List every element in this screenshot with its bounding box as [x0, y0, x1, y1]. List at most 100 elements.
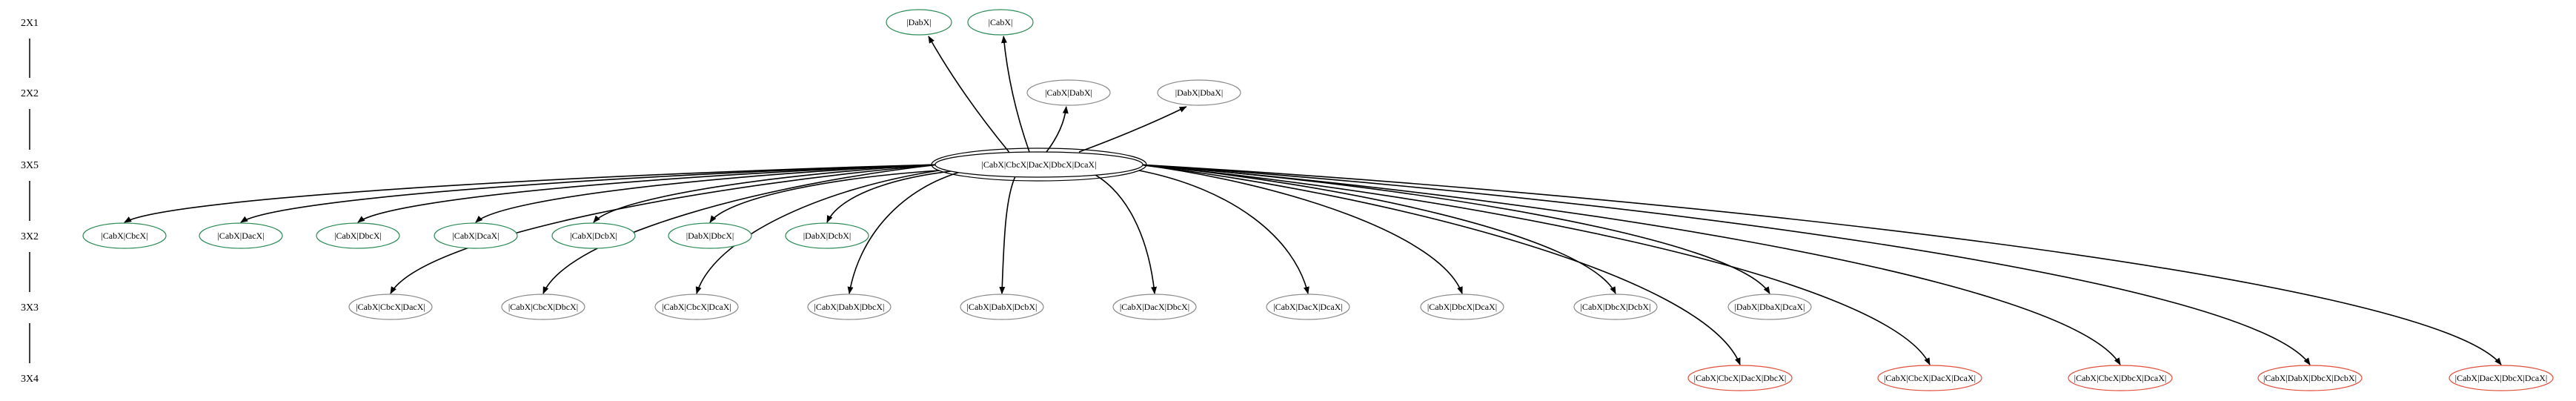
edge-arrow — [1138, 164, 2502, 365]
node-outer-ring — [931, 148, 1147, 182]
edge-arrow — [999, 170, 1020, 294]
rank-column: 2X1 2X2 3X5 3X2 3X3 3X4 — [21, 18, 39, 385]
node-ellipse — [1727, 294, 1812, 320]
graph-node: |DabX|DbcX| — [668, 222, 752, 249]
node-ellipse — [434, 222, 518, 249]
node-label: |CabX|DabX| — [1045, 87, 1092, 98]
node-ellipse — [668, 222, 752, 249]
node-label: |CabX| — [989, 17, 1013, 27]
node-ellipse — [807, 294, 892, 320]
node-ellipse — [1877, 365, 1982, 391]
edge-arrow — [542, 164, 940, 294]
edge-arrow — [1138, 164, 2121, 365]
node-ellipse — [960, 294, 1044, 320]
edge-arrow — [1001, 36, 1030, 153]
graph-node: |CabX|DbcX|DcbX| — [1573, 294, 1658, 320]
node-ellipse — [501, 294, 585, 320]
node-label: |DabX|DbaX| — [1175, 87, 1224, 98]
edge-arrow — [1138, 164, 2311, 365]
node-ellipse — [551, 222, 636, 249]
node-label: |CabX|CbcX|DacX|DbcX| — [1694, 373, 1787, 383]
graph-node: |CabX|DacX| — [199, 222, 283, 249]
node-ellipse — [348, 294, 433, 320]
edge-arrow — [1078, 106, 1187, 153]
edge-arrow — [928, 36, 1010, 153]
edge-arrow — [593, 164, 940, 223]
node-label: |CabX|DcbX| — [570, 231, 617, 241]
graph-node: |CabX|CbcX| — [82, 222, 167, 249]
node-label: |CabX|CbcX|DacX|DbcX|DcaX| — [981, 159, 1096, 170]
node-label: |CabX|CbcX|DbcX| — [508, 302, 578, 312]
node-ellipse — [886, 9, 952, 36]
edge-arrow — [826, 170, 957, 223]
edge-arrow — [695, 170, 940, 294]
edge-arrow — [1086, 170, 1158, 294]
graph-node: |CabX|CbcX|DacX|DbcX|DcaX| — [931, 148, 1147, 182]
node-label: |CabX|CbcX|DacX|DcaX| — [1884, 373, 1976, 383]
graph-node: |CabX|CbcX|DbcX|DcaX| — [2068, 365, 2173, 391]
edges — [124, 36, 2502, 365]
graph-node: |CabX|DacX|DbcX| — [1112, 294, 1197, 320]
graph-node: |CabX|CbcX|DcaX| — [654, 294, 739, 320]
edge-arrow — [1138, 164, 1741, 365]
edge-arrow — [1138, 164, 1931, 365]
node-label: |CabX|DbcX| — [334, 231, 382, 241]
graph-node: |CabX|DacX|DcaX| — [1266, 294, 1350, 320]
node-label: |CabX|DcaX| — [452, 231, 499, 241]
graph-node: |DabX| — [886, 9, 952, 36]
node-label: |CabX|DbcX|DcbX| — [1581, 302, 1651, 312]
node-label: |CabX|DacX|DbcX|DcaX| — [2455, 373, 2548, 383]
rank-label: 3X3 — [21, 302, 39, 314]
node-ellipse — [785, 222, 869, 249]
node-label: |CabX|CbcX| — [101, 231, 147, 241]
rank-label: 3X5 — [21, 160, 39, 171]
edge-arrow — [847, 170, 966, 294]
node-ellipse — [199, 222, 283, 249]
graph-node: |CabX|DcbX| — [551, 222, 636, 249]
rank-label: 3X4 — [21, 374, 39, 385]
graph-node: |CabX|DcaX| — [434, 222, 518, 249]
graph-node: |CabX|DabX|DbcX| — [807, 294, 892, 320]
node-label: |CabX|DbcX|DcaX| — [1427, 302, 1497, 312]
node-label: |DabX| — [906, 17, 931, 27]
node-ellipse — [1266, 294, 1350, 320]
edge-arrow — [1138, 164, 1463, 294]
node-ellipse — [1157, 79, 1241, 106]
node-ellipse — [1112, 294, 1197, 320]
edge-arrow — [1138, 164, 1616, 294]
edge-arrow — [709, 170, 940, 223]
graph-node: |CabX|DabX|DcbX| — [960, 294, 1044, 320]
node-label: |CabX|DacX| — [217, 231, 264, 241]
nodes: |CabX|CbcX|DacX|DbcX|DcaX| |DabX| |CabX| |C… — [82, 9, 2554, 391]
node-ellipse — [967, 9, 1034, 36]
edge-arrow — [475, 164, 940, 223]
edge-arrow — [240, 164, 940, 223]
graph-node: |DabX|DbaX| — [1157, 79, 1241, 106]
rank-label: 3X2 — [21, 231, 39, 242]
graph-node: |CabX|CbcX|DacX| — [348, 294, 433, 320]
edge-arrow — [124, 164, 940, 223]
node-label: |CabX|DabX|DcbX| — [967, 302, 1038, 312]
node-label: |CabX|DacX|DbcX| — [1120, 302, 1189, 312]
node-label: |CabX|CbcX|DacX| — [356, 302, 425, 312]
node-label: |CabX|CbcX|DbcX|DcaX| — [2074, 373, 2167, 383]
graph-node: |CabX|CbcX|DacX|DbcX| — [1687, 365, 1793, 391]
node-ellipse — [1420, 294, 1504, 320]
node-label: |DabX|DbcX| — [686, 231, 734, 241]
node-ellipse — [1026, 79, 1111, 106]
edge-arrow — [390, 164, 940, 294]
graph-node: |DabX|DcbX| — [785, 222, 869, 249]
edge-arrow — [1046, 106, 1069, 153]
graph-node: |CabX|CbcX|DbcX| — [501, 294, 585, 320]
node-ellipse — [1573, 294, 1658, 320]
graph-node: |CabX|DabX| — [1026, 79, 1111, 106]
rank-label: 2X1 — [21, 18, 39, 29]
rank-label: 2X2 — [21, 88, 39, 99]
node-label: |CabX|DabX|DbcX|DcbX| — [2263, 373, 2357, 383]
graph-node: |DabX|DbaX|DcaX| — [1727, 294, 1812, 320]
node-ellipse — [2068, 365, 2173, 391]
node-ellipse — [82, 222, 167, 249]
graph-node: |CabX|DacX|DbcX|DcaX| — [2449, 365, 2554, 391]
node-label: |DabX|DcbX| — [803, 231, 852, 241]
